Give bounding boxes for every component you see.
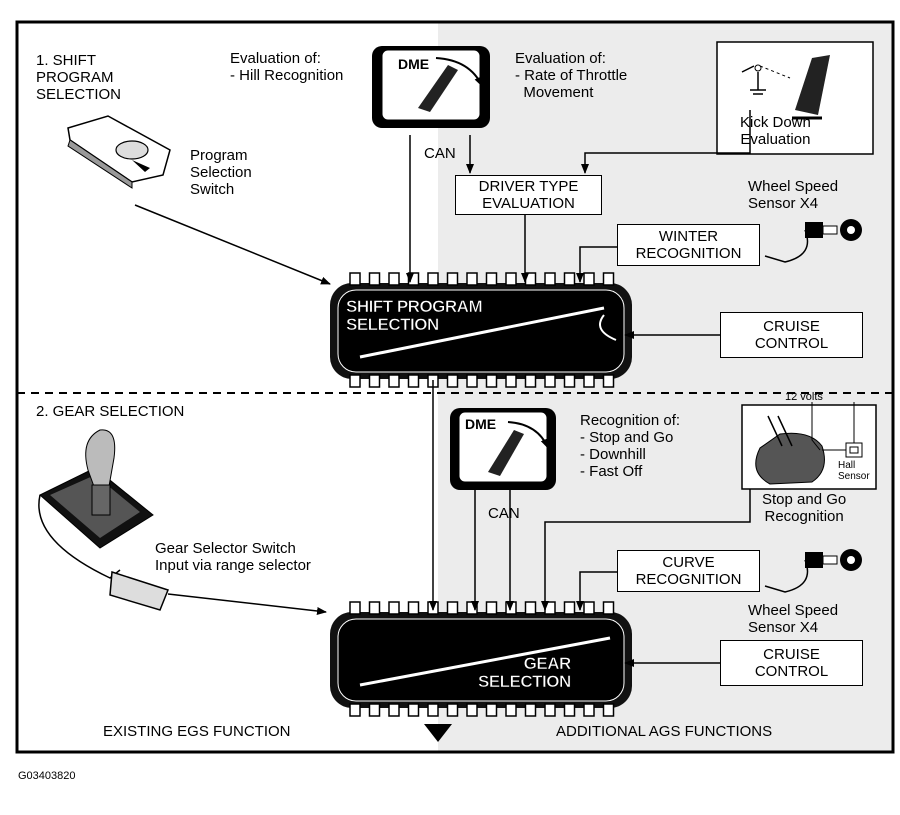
ecu-pin (544, 703, 556, 717)
ecu-pin (563, 272, 576, 286)
diagram-frame (15, 20, 895, 754)
shift-program-ecu-pins (349, 272, 615, 388)
program-switch-label: Program Selection Switch (190, 147, 252, 198)
cruise-control-bottom-box: CRUISE CONTROL (720, 640, 863, 686)
ecu-pin (466, 272, 478, 286)
ecu-pin (485, 601, 498, 615)
figure-id: G03403820 (18, 770, 76, 782)
ecu-pin (388, 703, 400, 717)
gear-selection-ecu-icon (330, 612, 632, 708)
kick-down-pedal-icon (716, 41, 874, 155)
ecu-pin (349, 374, 361, 388)
can-top-label: CAN (424, 145, 456, 162)
ecu-pin (349, 703, 361, 717)
kick-down-label: Kick Down Evaluation (740, 114, 811, 148)
ecu-pin (602, 272, 615, 286)
ecu-pin (388, 601, 400, 615)
ecu-pin (583, 601, 595, 615)
wheel-speed-top-label: Wheel Speed Sensor X4 (748, 178, 839, 212)
ecu-pin (524, 703, 537, 717)
can-bottom-label: CAN (488, 505, 520, 522)
ecu-pin (602, 601, 615, 615)
program-selection-switch-icon (67, 115, 171, 189)
ecu-pin (446, 601, 459, 615)
ecu-pin (388, 374, 400, 388)
ecu-pin (544, 374, 556, 388)
cruise-control-top-box: CRUISE CONTROL (720, 312, 863, 358)
wheel-speed-sensor-top-icon (764, 219, 862, 263)
ecu-pin (446, 272, 459, 286)
wheel-speed-bottom-label: Wheel Speed Sensor X4 (748, 602, 839, 636)
section-1-title: 1. SHIFT PROGRAM SELECTION (36, 52, 122, 103)
curve-recognition-box: CURVE RECOGNITION (617, 550, 760, 592)
ecu-pin (407, 703, 420, 717)
ecu-pin (563, 374, 576, 388)
ecu-pin (563, 703, 576, 717)
section-2-title: 2. GEAR SELECTION (36, 403, 185, 420)
ecu-pin (505, 601, 517, 615)
ecu-pin (583, 272, 595, 286)
eval-throttle-label: Evaluation of: - Rate of Throttle Moveme… (515, 50, 628, 101)
recognition-label: Recognition of: - Stop and Go - Downhill… (580, 412, 681, 480)
ecu-pin (524, 374, 537, 388)
top-signal-arrows (134, 110, 751, 339)
ecu-pin (349, 601, 361, 615)
ecu-pin (544, 272, 556, 286)
ecu-pin (427, 703, 439, 717)
twelve-volts-label: 12 volts (785, 391, 823, 403)
dme-top-label: DME (398, 56, 430, 72)
hall-sensor-label: Hall Sensor (838, 460, 870, 482)
ecu-pin (407, 374, 420, 388)
ecu-pin (446, 374, 459, 388)
ecu-pin (368, 703, 381, 717)
additional-ags-label: ADDITIONAL AGS FUNCTIONS (556, 723, 773, 740)
ecu-pin (368, 374, 381, 388)
gear-switch-label: Gear Selector Switch Input via range sel… (155, 540, 311, 574)
ecu-pin (466, 703, 478, 717)
ecu-pin (563, 601, 576, 615)
ecu-pin (505, 374, 517, 388)
stop-go-label: Stop and Go Recognition (762, 491, 847, 525)
ecu-pin (485, 374, 498, 388)
ecu-pin (388, 272, 400, 286)
ecu-pin (485, 272, 498, 286)
driver-type-box: DRIVER TYPE EVALUATION (455, 175, 602, 215)
dme-bottom-label: DME (465, 416, 497, 432)
ecu-pin (427, 272, 439, 286)
shift-program-ecu-icon (330, 283, 632, 379)
ecu-pin (602, 703, 615, 717)
winter-recognition-box: WINTER RECOGNITION (617, 224, 760, 266)
dme-module-bottom-icon (450, 408, 556, 490)
ecu-pin (485, 703, 498, 717)
ecu-pin (349, 272, 361, 286)
ecu-pin (368, 601, 381, 615)
ecu-pin (602, 374, 615, 388)
ecu-pin (583, 374, 595, 388)
eval-hill-label: Evaluation of: - Hill Recognition (230, 50, 344, 84)
wheel-speed-sensor-bottom-icon (764, 549, 862, 593)
ecu-pin (544, 601, 556, 615)
dme-module-top-icon (372, 46, 490, 128)
existing-egs-label: EXISTING EGS FUNCTION (103, 723, 291, 740)
shift-program-ecu-label: SHIFT PROGRAM SELECTION (346, 297, 483, 334)
ecu-pin (583, 703, 595, 717)
ecu-pin (368, 272, 381, 286)
ecu-pin (446, 703, 459, 717)
gear-selector-icon (38, 429, 169, 611)
ecu-pin (466, 374, 478, 388)
stop-and-go-sensor-icon (741, 402, 877, 490)
ecu-pin (524, 601, 537, 615)
gear-selection-ecu-label: GEAR SELECTION (478, 654, 572, 691)
ecu-pin (524, 272, 537, 286)
down-arrow-icon (424, 724, 452, 742)
ecu-pin (505, 703, 517, 717)
ecu-pin (407, 601, 420, 615)
ecu-pin (505, 272, 517, 286)
bottom-signal-arrows (167, 380, 751, 667)
